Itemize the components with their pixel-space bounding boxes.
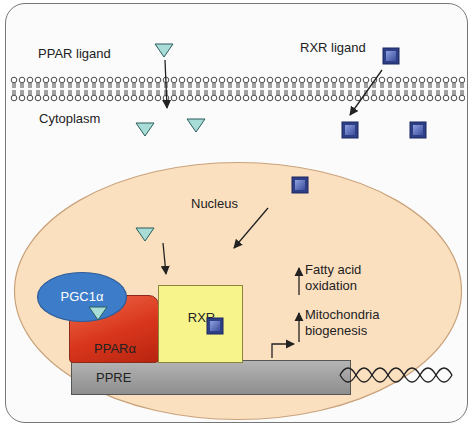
response-element-bar: PPRE [71,360,351,395]
node-text: Nucleus [191,196,271,212]
coactivator-ellipse: PGC1α [36,271,128,323]
cell-boundary: CytoplasmNucleusPGC1αPPARα RXR PPRE [5,3,468,423]
node-text: PGC1α [36,289,128,305]
node-text: Cytoplasm [39,111,139,127]
effect-label: Mitochondria biogenesis [305,307,400,340]
node-text: PPARα [70,341,160,357]
ligand-label: PPAR ligand [38,46,158,62]
nucleus-ellipse: NucleusPGC1αPPARα RXR PPRE [13,161,463,421]
node-text: PPRE [96,370,176,386]
node-outline [15,163,462,420]
effect-label: Fatty acid oxidation [305,262,375,295]
node-text: RXR [159,310,244,326]
receptor-box: RXR [158,285,243,363]
ligand-label: RXR ligand [300,40,400,56]
